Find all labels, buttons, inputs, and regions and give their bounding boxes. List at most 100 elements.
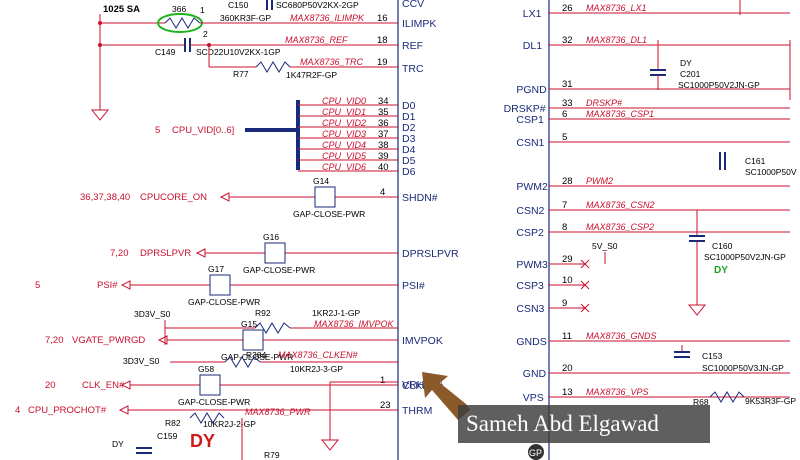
vid-bus-ref: 5 <box>155 125 160 136</box>
right-pin-num: 33 <box>562 98 573 109</box>
c201-ref: C201 <box>680 69 701 79</box>
vid-pin-num: 35 <box>378 107 389 118</box>
right-pin-name: DRSKP# <box>504 103 546 115</box>
right-pin-name: CSN2 <box>516 205 544 217</box>
r82-ref: R82 <box>165 418 181 428</box>
pin-name-trc: TRC <box>402 63 424 75</box>
dy-mark: DY <box>190 431 215 451</box>
gap-ref: G14 <box>313 176 329 186</box>
label-pin1: 1 <box>200 5 205 15</box>
gap-box <box>199 374 221 396</box>
right-net: MAX8736_CSP2 <box>586 222 654 232</box>
c149-value: SCD22U10V2KX-1GP <box>196 47 281 57</box>
right-pin-num: 20 <box>562 363 573 374</box>
vid-pin-name: D3 <box>402 133 416 145</box>
vid-pin-num: 37 <box>378 129 389 140</box>
vid-pin-num: 36 <box>378 118 389 129</box>
gap-value: GAP-CLOSE-PWR <box>293 209 365 219</box>
v5-label: 5V_S0 <box>592 241 618 251</box>
right-pin-num: 31 <box>562 79 573 90</box>
gap-ref: G16 <box>263 232 279 242</box>
vid-pin-name: D5 <box>402 155 416 167</box>
c150-ref: C150 <box>228 0 249 10</box>
right-pin-num: 28 <box>562 176 573 187</box>
vid-pin-name: D4 <box>402 144 416 156</box>
c160-ref: C160 <box>712 241 733 251</box>
ctrl-pin-name: IMVPOK <box>402 335 443 347</box>
gp-label: GP <box>529 448 542 458</box>
ctrl-arrow <box>118 405 129 415</box>
right-net: MAX8736_VPS <box>586 387 649 397</box>
vid-net: CPU_VID5 <box>322 151 367 161</box>
r366-value: 360KR3F-GP <box>220 13 271 23</box>
right-pin-name: CSP2 <box>516 227 544 239</box>
c201-dy: DY <box>680 58 692 68</box>
r77-value: 1K47R2F-GP <box>286 70 337 80</box>
ctrl-arrow <box>195 248 206 258</box>
pin-num-19: 19 <box>377 57 388 68</box>
ctrl-pin-name: DPRSLPVR <box>402 248 459 260</box>
r82-value: 10KR2J-2-GP <box>203 419 256 429</box>
net-clken: MAX8736_CLKEN# <box>278 350 359 360</box>
right-net: MAX8736_LX1 <box>586 3 647 13</box>
gp-badge <box>528 444 544 460</box>
right-pin-num: 9 <box>562 298 567 309</box>
right-pin-name: GND <box>523 368 547 380</box>
right-pin-name: CSN3 <box>516 303 544 315</box>
right-net: MAX8736_DL1 <box>586 35 647 45</box>
right-pin-name: PGND <box>516 84 547 96</box>
right-pin-num: 26 <box>562 3 573 14</box>
r384-value: 10KR2J-3-GP <box>290 364 343 374</box>
ctrl-net: DPRSLPVR <box>140 248 191 259</box>
pin-name-ccv: CCV <box>402 0 424 10</box>
right-pin-num: 5 <box>562 132 567 143</box>
resistor-r82 <box>189 412 225 424</box>
vid-pin-num: 40 <box>378 162 389 173</box>
right-pin-name: VPS <box>523 392 544 404</box>
resistor-r68 <box>709 391 745 403</box>
net-ref: MAX8736_REF <box>285 35 348 45</box>
resistor-r92 <box>254 322 291 334</box>
pin-name-ref: REF <box>402 40 423 52</box>
right-pin-name: GNDS <box>516 336 546 348</box>
c160-dy: DY <box>714 265 728 276</box>
ctrl-pin-num: 23 <box>380 400 391 411</box>
pin-num-18: 18 <box>377 35 388 46</box>
nc-mark <box>580 303 590 313</box>
r366-ref: 366 <box>172 4 186 14</box>
pin-name-ilimpk: ILIMPK <box>402 18 436 30</box>
vid-net: CPU_VID3 <box>322 129 366 139</box>
right-pin-name: PWM2 <box>516 181 548 193</box>
net-pwr: MAX8736_PWR <box>245 407 311 417</box>
net-ilimpk: MAX8736_ILIMPK <box>290 13 365 23</box>
resistor-r77 <box>255 61 291 73</box>
r92-value: 1KR2J-1-GP <box>312 308 361 318</box>
ctrl-net: CLK_EN# <box>82 380 125 391</box>
right-net: MAX8736_GNDS <box>586 331 657 341</box>
ctrl-refs: 4 <box>15 405 20 416</box>
gap-value: GAP-CLOSE-PWR <box>221 352 293 362</box>
vid-pin-num: 38 <box>378 140 389 151</box>
gap-ref: G17 <box>208 264 224 274</box>
ctrl-refs: 7,20 <box>110 248 129 259</box>
resistor-r384 <box>224 356 261 368</box>
gnd-symbol-3 <box>687 304 707 316</box>
vid-bus-label: CPU_VID[0..6] <box>172 125 234 136</box>
vid-net: CPU_VID4 <box>322 140 366 150</box>
c153-value: SC1000P50V3JN-GP <box>702 363 784 373</box>
c160-value: SC1000P50V2JN-GP <box>704 252 786 262</box>
vid-pin-name: D1 <box>402 111 416 123</box>
right-pin-num: 11 <box>562 331 572 342</box>
right-net: PWM2 <box>586 176 613 186</box>
right-pin-name: CSP1 <box>516 114 544 126</box>
gap-box <box>264 242 286 264</box>
right-pin-num: 10 <box>562 275 573 286</box>
right-pin-num: 13 <box>562 387 573 398</box>
gap-value: GAP-CLOSE-PWR <box>178 397 250 407</box>
vid-pin-name: D6 <box>402 166 416 178</box>
right-pin-num: 8 <box>562 222 567 233</box>
dy-left: DY <box>112 439 124 449</box>
r79-ref: R79 <box>264 450 280 460</box>
